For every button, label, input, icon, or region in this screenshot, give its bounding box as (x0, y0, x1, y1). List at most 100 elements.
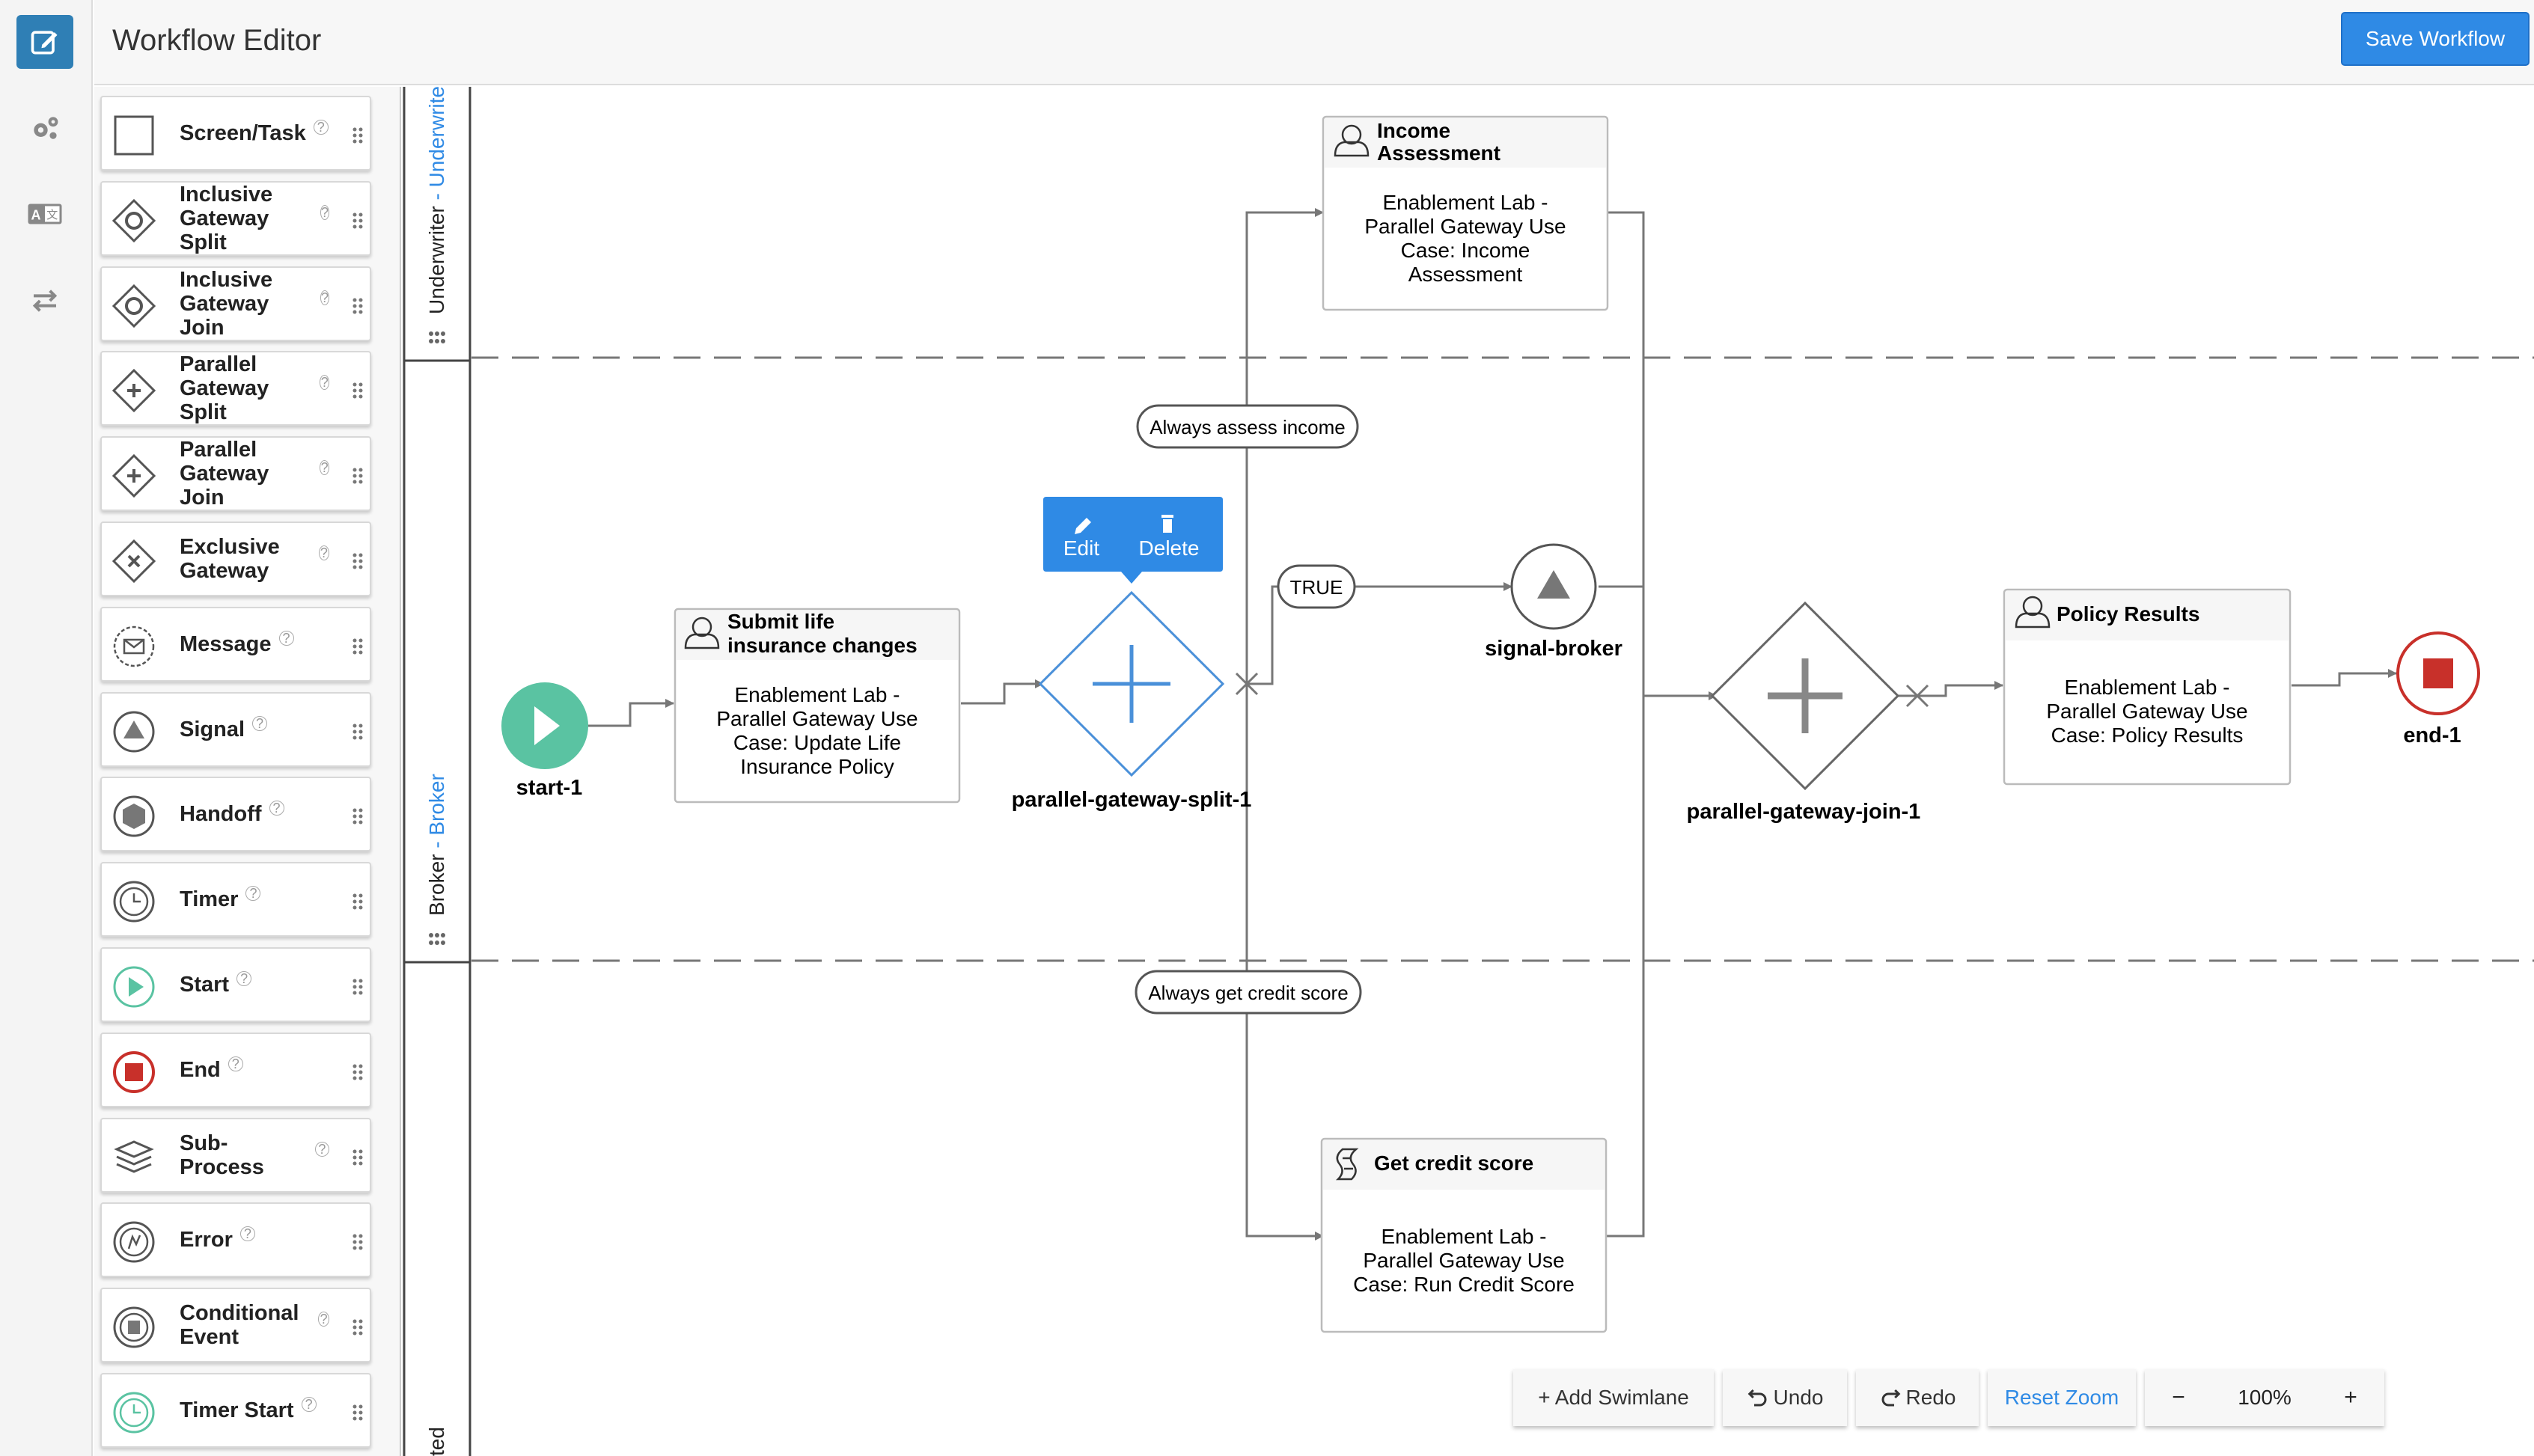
palette-item-label: Exclusive Gateway? (180, 523, 329, 595)
svg-text:TRUE: TRUE (1290, 576, 1343, 599)
palette-item-signal[interactable]: Signal? (100, 691, 371, 767)
palette-item-exclusive-gateway[interactable]: Exclusive Gateway? (100, 521, 371, 596)
top-header: Workflow Editor Save Workflow (94, 0, 2534, 85)
help-icon[interactable]: ? (236, 971, 252, 986)
sequence-flows[interactable] (588, 208, 2397, 1241)
start-event[interactable]: start-1 (501, 682, 588, 800)
parallel-gateway-split[interactable]: parallel-gateway-split-1 (1012, 590, 1252, 812)
sub-process-icon (112, 1136, 156, 1179)
drag-handle-icon[interactable] (352, 298, 364, 314)
task-description: Case: Update Life (733, 731, 901, 754)
signal-event[interactable]: signal-broker (1485, 543, 1622, 661)
drag-handle-icon[interactable] (352, 553, 364, 569)
undo-button[interactable]: Undo (1723, 1369, 1847, 1426)
palette-item-label: Sub-Process? (180, 1119, 329, 1191)
drag-handle-icon[interactable] (352, 1149, 364, 1166)
transfer-arrows-icon[interactable] (16, 274, 73, 328)
help-icon[interactable]: ? (318, 545, 329, 560)
help-icon[interactable]: ? (239, 1226, 255, 1242)
start-label: start-1 (516, 776, 583, 800)
task-description: Case: Policy Results (2051, 724, 2244, 747)
workflow-canvas[interactable]: Underwriter - Underwriter Broker - Broke… (403, 87, 2534, 1456)
drag-handle-icon[interactable] (352, 212, 364, 229)
parallel-gateway-join[interactable]: parallel-gateway-join-1 (1687, 601, 1921, 824)
drag-handle-icon[interactable] (352, 724, 364, 740)
help-icon[interactable]: ? (318, 1312, 329, 1327)
flow-label-true[interactable]: TRUE (1277, 564, 1356, 609)
help-icon[interactable]: ? (278, 630, 294, 646)
lane-label-broker[interactable]: Broker - Broker (425, 774, 448, 916)
help-icon[interactable]: ? (314, 1141, 329, 1157)
error-icon (112, 1220, 156, 1264)
palette-item-conditional-event[interactable]: Conditional Event? (100, 1288, 371, 1363)
help-icon[interactable]: ? (228, 1056, 243, 1071)
palette-item-timer-start[interactable]: Timer Start? (100, 1373, 371, 1448)
signal-icon (112, 710, 156, 753)
message-icon (112, 625, 156, 668)
zoom-out-button[interactable]: − (2172, 1385, 2185, 1410)
palette-item-inclusive-gateway-join[interactable]: Inclusive Gateway Join? (100, 266, 371, 341)
palette-item-message[interactable]: Message? (100, 606, 371, 682)
palette-item-sub-process[interactable]: Sub-Process? (100, 1117, 371, 1193)
reset-zoom-button[interactable]: Reset Zoom (1988, 1369, 2136, 1426)
svg-text:Always assess income: Always assess income (1150, 416, 1346, 438)
end-icon (112, 1050, 156, 1094)
lane-drag-handle[interactable] (429, 331, 445, 343)
task-income-assessment[interactable]: Income Assessment Enablement Lab - Paral… (1322, 115, 1609, 311)
drag-handle-icon[interactable] (352, 382, 364, 399)
help-icon[interactable]: ? (245, 886, 261, 902)
help-icon[interactable]: ? (301, 1397, 317, 1412)
flow-label-credit[interactable]: Always get credit score (1135, 970, 1362, 1015)
help-icon[interactable]: ? (252, 715, 268, 731)
palette-item-inclusive-gateway-split[interactable]: Inclusive Gateway Split? (100, 180, 371, 256)
drag-handle-icon[interactable] (352, 1064, 364, 1080)
flow-label-income[interactable]: Always assess income (1136, 404, 1359, 449)
parallel-gateway-icon (112, 454, 156, 498)
lane-label-third[interactable]: ted (425, 1427, 448, 1456)
delete-button[interactable]: Delete (1139, 515, 1200, 560)
palette-item-timer[interactable]: Timer? (100, 862, 371, 937)
lane-label-underwriter[interactable]: Underwriter - Underwriter (425, 87, 448, 314)
help-icon[interactable]: ? (320, 204, 329, 220)
zoom-in-button[interactable]: + (2344, 1385, 2357, 1410)
task-title: Assessment (1377, 141, 1500, 165)
gateway-label: parallel-gateway-join-1 (1687, 800, 1921, 824)
drag-handle-icon[interactable] (352, 979, 364, 995)
task-get-credit-score[interactable]: Get credit score Enablement Lab - Parall… (1320, 1137, 1608, 1333)
palette-item-handoff[interactable]: Handoff? (100, 777, 371, 852)
palette-item-error[interactable]: Error? (100, 1202, 371, 1278)
redo-icon (1881, 1389, 1900, 1407)
task-submit-life-insurance[interactable]: Submit life insurance changes Enablement… (674, 608, 961, 804)
help-icon[interactable]: ? (320, 460, 329, 476)
drag-handle-icon[interactable] (352, 1234, 364, 1250)
edit-icon[interactable] (16, 15, 73, 69)
drag-handle-icon[interactable] (352, 468, 364, 484)
help-icon[interactable]: ? (320, 375, 329, 391)
help-icon[interactable]: ? (313, 120, 329, 135)
help-icon[interactable]: ? (320, 290, 329, 305)
drag-handle-icon[interactable] (352, 808, 364, 825)
save-workflow-button[interactable]: Save Workflow (2341, 12, 2530, 66)
palette-item-start[interactable]: Start? (100, 947, 371, 1022)
help-icon[interactable]: ? (269, 801, 284, 816)
palette-item-screen-task[interactable]: Screen/Task? (100, 96, 371, 171)
drag-handle-icon[interactable] (352, 893, 364, 910)
palette-item-label: Signal? (180, 694, 329, 765)
end-event[interactable]: end-1 (2396, 631, 2480, 747)
add-swimlane-button[interactable]: + Add Swimlane (1513, 1369, 1714, 1426)
palette-item-end[interactable]: End? (100, 1032, 371, 1107)
drag-handle-icon[interactable] (352, 127, 364, 144)
task-policy-results[interactable]: Policy Results Enablement Lab - Parallel… (2003, 588, 2292, 786)
lane-drag-handle[interactable] (429, 933, 445, 945)
redo-label: Redo (1905, 1386, 1956, 1409)
edit-button[interactable]: Edit (1063, 518, 1099, 560)
drag-handle-icon[interactable] (352, 1404, 364, 1421)
gears-icon[interactable] (16, 102, 73, 156)
palette-item-parallel-gateway-split[interactable]: Parallel Gateway Split? (100, 351, 371, 426)
redo-button[interactable]: Redo (1856, 1369, 1979, 1426)
task-description: Enablement Lab - (1381, 1225, 1546, 1248)
palette-item-parallel-gateway-join[interactable]: Parallel Gateway Join? (100, 436, 371, 512)
drag-handle-icon[interactable] (352, 638, 364, 655)
drag-handle-icon[interactable] (352, 1319, 364, 1336)
